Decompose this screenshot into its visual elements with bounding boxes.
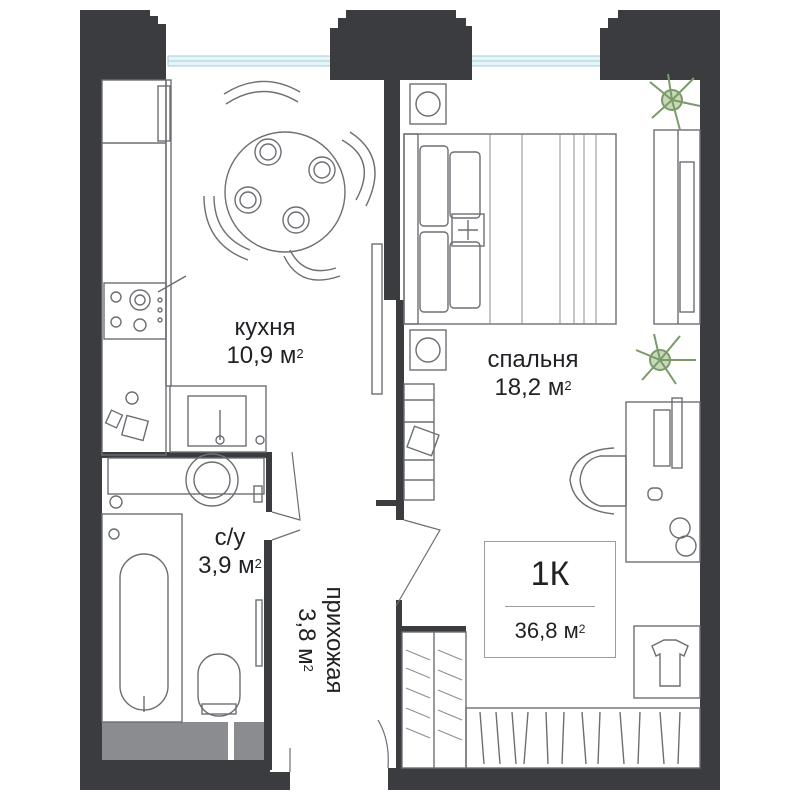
walls [80, 10, 720, 790]
doors [271, 451, 441, 772]
bathroom-furniture [101, 453, 265, 723]
room-area: 3,9 м2 [198, 552, 262, 579]
bedroom-furniture [371, 83, 701, 769]
room-name: кухня [234, 314, 296, 341]
room-label-bedroom: спальня 18,2 м2 [448, 346, 618, 402]
room-area: 18,2 м2 [494, 374, 572, 401]
plant-icon [635, 73, 701, 385]
room-label-hallway: прихожая 3,8 м2 [292, 555, 348, 725]
apartment-summary: 1К 36,8 м2 [484, 541, 616, 658]
room-name: спальня [487, 346, 579, 373]
kitchen-furniture [101, 79, 376, 456]
room-label-bathroom: с/у 3,9 м2 [170, 524, 290, 580]
room-area: 3,8 м2 [293, 608, 320, 672]
divider [505, 606, 595, 607]
total-area: 36,8 м2 [514, 618, 586, 643]
room-count: 1К [530, 555, 570, 593]
room-area: 10,9 м2 [226, 342, 304, 369]
room-name: с/у [214, 524, 246, 551]
room-label-kitchen: кухня 10,9 м2 [190, 314, 340, 370]
room-name: прихожая [321, 586, 348, 694]
hangers [479, 711, 681, 765]
